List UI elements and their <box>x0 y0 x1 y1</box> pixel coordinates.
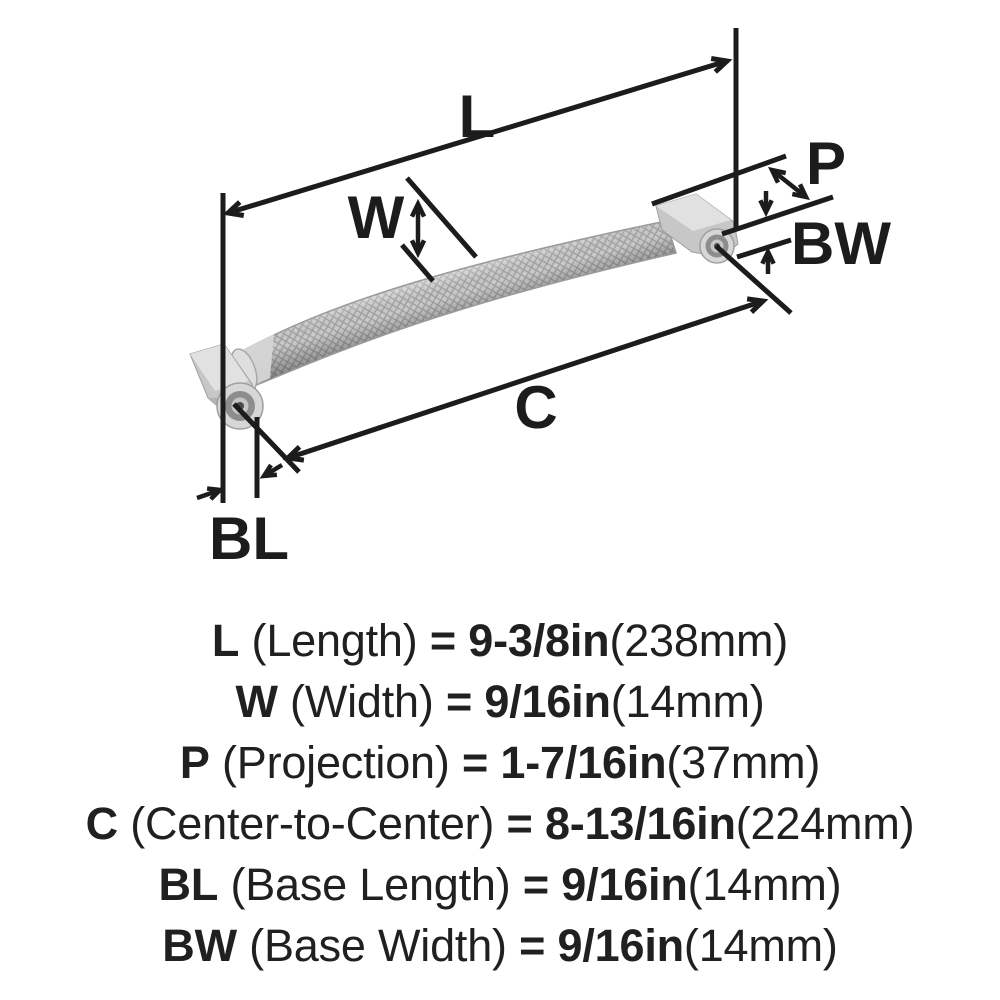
arrowhead <box>758 199 774 218</box>
measure-label: C <box>85 798 119 849</box>
measure-value-mm: (14mm) <box>683 920 838 971</box>
p-down-arrow <box>758 191 774 218</box>
measurement-row-length: L (Length) = 9-3/8in(238mm) <box>0 610 1000 671</box>
measure-value-mm: (238mm) <box>609 615 789 666</box>
measure-name: (Base Length) <box>230 859 511 910</box>
bw-up-arrow <box>760 246 776 274</box>
measure-name: (Center-to-Center) <box>130 798 495 849</box>
bw-lower-reference-line <box>736 237 792 260</box>
equals-sign: = <box>445 676 473 727</box>
equals-sign: = <box>519 920 546 971</box>
measure-name: (Projection) <box>221 737 450 788</box>
measurement-row-base-width: BW (Base Width) = 9/16in(14mm) <box>0 915 1000 976</box>
c-left-tick <box>232 402 301 474</box>
w-lower-tick <box>400 243 435 283</box>
measurement-row-base-length: BL (Base Length) = 9/16in(14mm) <box>0 854 1000 915</box>
w-upper-tick <box>405 176 478 259</box>
arrowhead <box>409 239 427 259</box>
handle-bar <box>230 220 677 393</box>
label-BW: BW <box>791 210 891 277</box>
dimension-labels: L W P BW C BL <box>209 83 891 572</box>
measure-name: (Width) <box>290 676 434 727</box>
arrowhead <box>746 296 769 314</box>
dimension-arrows <box>196 56 811 501</box>
label-P: P <box>806 130 846 197</box>
label-W: W <box>348 184 405 251</box>
extension-lines <box>220 28 834 503</box>
p-upper-reference-line <box>651 153 787 207</box>
pull-handle <box>189 193 739 430</box>
equals-sign: = <box>522 859 549 910</box>
measure-value-mm: (14mm) <box>610 676 765 727</box>
equals-sign: = <box>461 737 489 788</box>
measure-value-inches: 9/16in <box>557 920 685 971</box>
label-C: C <box>514 374 557 441</box>
pull-handle-dimension-diagram: L W P BW C BL <box>189 28 891 572</box>
arrowhead <box>767 166 787 184</box>
label-BL: BL <box>209 505 289 572</box>
bl-left-arrow <box>196 486 225 501</box>
measure-value-inches: 9/16in <box>484 676 611 727</box>
measure-label: BL <box>158 859 219 910</box>
measure-value-mm: (37mm) <box>666 737 821 788</box>
measurement-row-projection: P (Projection) = 1-7/16in(37mm) <box>0 732 1000 793</box>
dimension-line-L <box>222 56 733 218</box>
arrowhead <box>282 445 305 463</box>
arrowhead <box>206 486 225 501</box>
measure-value-mm: (224mm) <box>735 798 915 849</box>
dimension-line-C <box>282 296 769 463</box>
measurement-row-center-to-center: C (Center-to-Center) = 8-13/16in(224mm) <box>0 793 1000 854</box>
measure-value-inches: 9/16in <box>561 859 688 910</box>
arrowhead <box>259 463 278 479</box>
equals-sign: = <box>429 615 456 666</box>
arrowhead <box>409 198 427 218</box>
left-foot <box>189 343 264 430</box>
measure-name: (Base Width) <box>249 920 507 971</box>
dimension-line-W <box>409 198 427 259</box>
measure-label: W <box>235 676 278 727</box>
p-lower-reference-line <box>721 194 834 237</box>
measure-label: P <box>179 737 210 788</box>
measure-label: L <box>211 615 240 666</box>
left-base-face <box>216 382 264 430</box>
arrowhead <box>710 56 733 74</box>
arrowhead <box>791 183 811 201</box>
measure-value-inches: 8-13/16in <box>544 798 736 849</box>
measurement-list: L (Length) = 9-3/8in(238mm) W (Width) = … <box>0 610 1000 976</box>
measure-label: BW <box>162 920 237 971</box>
measure-value-inches: 9-3/8in <box>468 615 610 666</box>
arrowhead <box>760 246 776 265</box>
c-right-tick <box>714 244 793 315</box>
measurement-row-width: W (Width) = 9/16in(14mm) <box>0 671 1000 732</box>
measure-value-inches: 1-7/16in <box>500 737 667 788</box>
label-L: L <box>459 83 496 150</box>
dimension-line-P <box>767 166 811 201</box>
bl-right-arrow <box>259 463 284 479</box>
measure-value-mm: (14mm) <box>687 859 842 910</box>
equals-sign: = <box>506 798 533 849</box>
arrowhead <box>222 200 245 218</box>
measure-name: (Length) <box>251 615 418 666</box>
